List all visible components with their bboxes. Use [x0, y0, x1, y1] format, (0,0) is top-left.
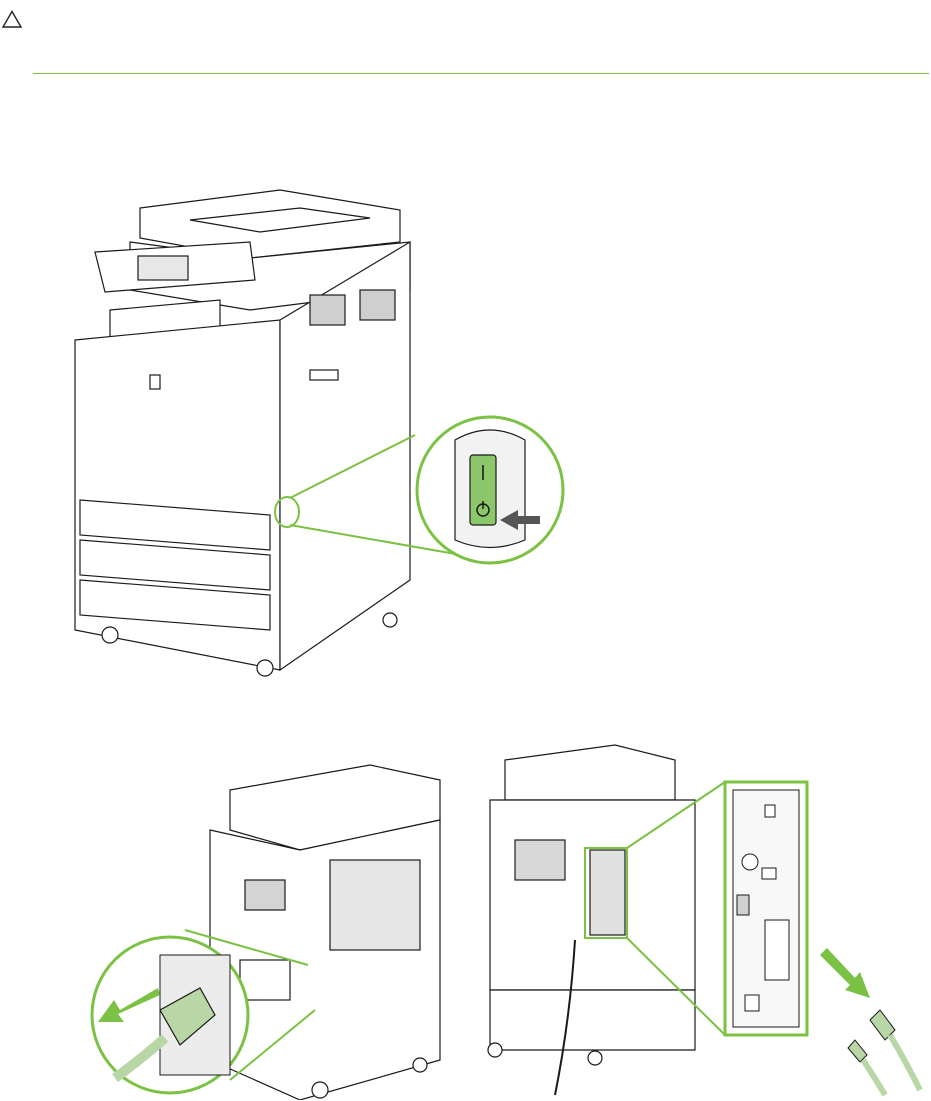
- figure-power-cord: [80, 760, 460, 1100]
- caution-divider: [33, 73, 929, 74]
- rear-port-panel-zoom: [725, 782, 807, 1035]
- caution-triangle-icon: [2, 10, 22, 28]
- printer-rear-drawing: [488, 745, 695, 1065]
- arrow-icon: [820, 948, 870, 998]
- power-switch-zoom-callout: [417, 417, 563, 563]
- power-cord-zoom-callout: [92, 937, 248, 1093]
- fax-port[interactable]: [762, 868, 776, 879]
- eio-slot[interactable]: [745, 995, 759, 1011]
- caution-row: [0, 0, 931, 75]
- figure-rear-ports: [475, 740, 925, 1100]
- ps2-port[interactable]: [742, 854, 758, 870]
- parallel-port[interactable]: [765, 920, 789, 980]
- network-cable-end: [848, 1010, 920, 1095]
- printer-side-drawing: [210, 765, 440, 1100]
- usb-port[interactable]: [765, 805, 775, 817]
- network-port[interactable]: [737, 895, 749, 915]
- figure-power-switch: [70, 180, 570, 685]
- printer-front-drawing: [75, 190, 410, 676]
